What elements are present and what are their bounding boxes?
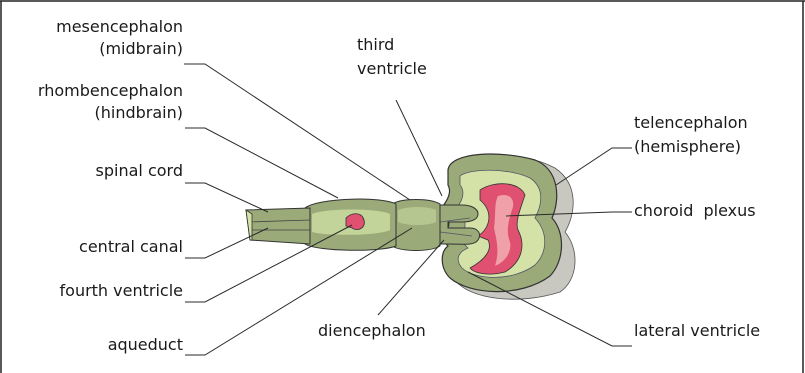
label-diencephalon: diencephalon	[318, 321, 426, 340]
label-hemisphere: (hemisphere)	[634, 137, 741, 156]
leader-mesencephalon	[184, 64, 410, 200]
leader-third-ventricle	[396, 100, 442, 196]
label-lateral-ventricle: lateral ventricle	[634, 321, 760, 340]
label-ventricle: ventricle	[357, 59, 427, 78]
leader-telencephalon	[556, 148, 632, 185]
label-midbrain: (midbrain)	[99, 39, 183, 58]
label-third: third	[357, 35, 394, 54]
label-mesencephalon: mesencephalon	[56, 17, 183, 36]
label-choroid-plexus: choroid plexus	[634, 201, 756, 220]
label-spinal-cord: spinal cord	[96, 161, 183, 180]
spinal-cord-body	[246, 208, 310, 244]
label-hindbrain: (hindbrain)	[95, 103, 184, 122]
label-rhombencephalon: rhombencephalon	[38, 81, 183, 100]
labels: mesencephalon (midbrain) rhombencephalon…	[38, 17, 760, 354]
leader-diencephalon	[378, 240, 444, 315]
mesencephalon-inner	[398, 207, 436, 225]
label-central-canal: central canal	[79, 237, 183, 256]
label-fourth-ventricle: fourth ventricle	[60, 281, 183, 300]
label-aqueduct: aqueduct	[108, 335, 183, 354]
label-telencephalon: telencephalon	[634, 113, 748, 132]
leader-rhombencephalon	[185, 128, 338, 198]
leader-spinal-cord	[185, 183, 268, 212]
